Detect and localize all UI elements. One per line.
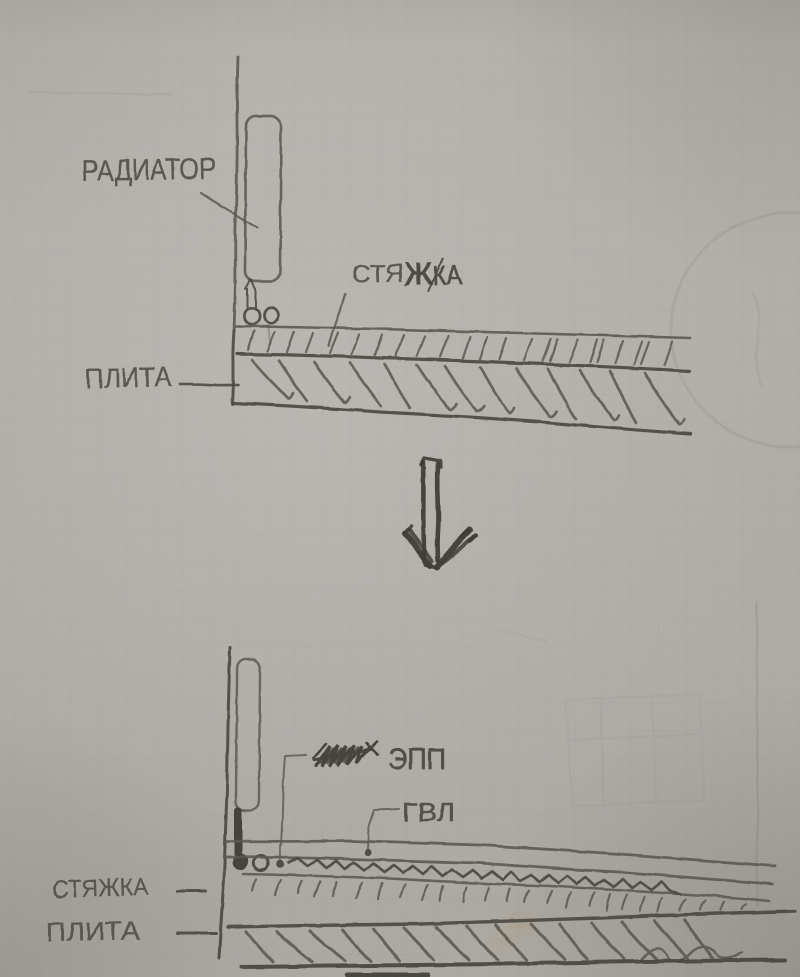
svg-text:КА: КА [432,260,462,291]
svg-text:ПЛИТА: ПЛИТА [85,361,173,394]
svg-text:СТЯЖКА: СТЯЖКА [51,873,149,904]
svg-text:СТЯ: СТЯ [351,259,404,289]
svg-text:ЭПП: ЭПП [388,743,446,776]
svg-text:Ж: Ж [404,256,434,292]
svg-text:ГВЛ: ГВЛ [402,797,455,827]
svg-text:ПЛИТА: ПЛИТА [46,915,141,947]
svg-text:РАДИАТОР: РАДИАТОР [82,153,217,188]
